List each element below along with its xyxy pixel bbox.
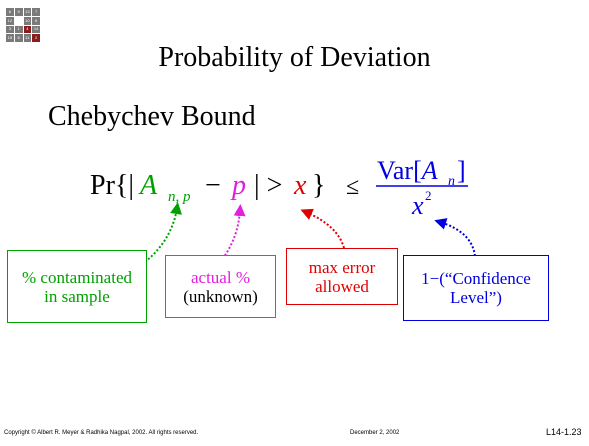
svg-text:Pr{|A: Pr{|A <box>90 170 158 201</box>
arrow-red <box>300 208 345 249</box>
formula-num-sub: n <box>448 174 455 189</box>
slide-subtitle: Chebychev Bound <box>48 101 256 132</box>
annotation-actual: actual %(unknown) <box>165 255 276 318</box>
logo-cell: 15 <box>6 34 14 42</box>
footer-slide-number: L14-1.23 <box>546 427 582 437</box>
logo-cell: 14 <box>32 25 40 34</box>
formula-pr: Pr <box>90 170 116 201</box>
arrow-blue <box>434 218 476 257</box>
formula-A-sub: n, p <box>168 189 191 205</box>
formula-close: } <box>312 170 325 201</box>
logo-cell: 5 <box>32 16 40 25</box>
formula-abs-gt: | > <box>254 170 282 201</box>
logo-cell: 1 <box>14 25 23 34</box>
formula-num-var: Var[ <box>377 156 422 185</box>
formula-num-A: A <box>420 156 438 185</box>
logo-cell: 9 <box>14 8 23 16</box>
logo-cell <box>14 16 23 25</box>
logo-cell: 6 <box>6 8 14 16</box>
footer-date: December 2, 2002 <box>350 430 400 436</box>
formula-A: A <box>138 170 158 201</box>
formula-den-x: x <box>411 191 424 220</box>
formula-x: x <box>293 170 307 201</box>
logo-cell: 7 <box>32 8 40 16</box>
formula-minus: − <box>205 170 221 201</box>
logo-cell: 10 <box>23 16 32 25</box>
svg-text:Var[A: Var[A <box>377 156 438 185</box>
formula-leq: ≤ <box>346 174 359 200</box>
slide-title: Probability of Deviation <box>158 42 431 73</box>
footer-copyright: Copyright © Albert R. Meyer & Radhika Na… <box>4 430 199 436</box>
formula-den-exp: 2 <box>425 188 432 203</box>
logo-cell: 2 <box>32 34 40 42</box>
logo-cell: 13 <box>23 8 32 16</box>
logo-cell: 12 <box>6 16 14 25</box>
formula-num-close: ] <box>457 156 466 185</box>
formula-open: {| <box>115 170 134 201</box>
logo-cell: 11 <box>23 34 32 42</box>
arrow-green <box>144 202 182 263</box>
formula-p: p <box>230 170 246 201</box>
logo-cell: 8 <box>14 34 23 42</box>
logo-cell: 4 <box>23 25 32 34</box>
logo-cell: 3 <box>6 25 14 34</box>
